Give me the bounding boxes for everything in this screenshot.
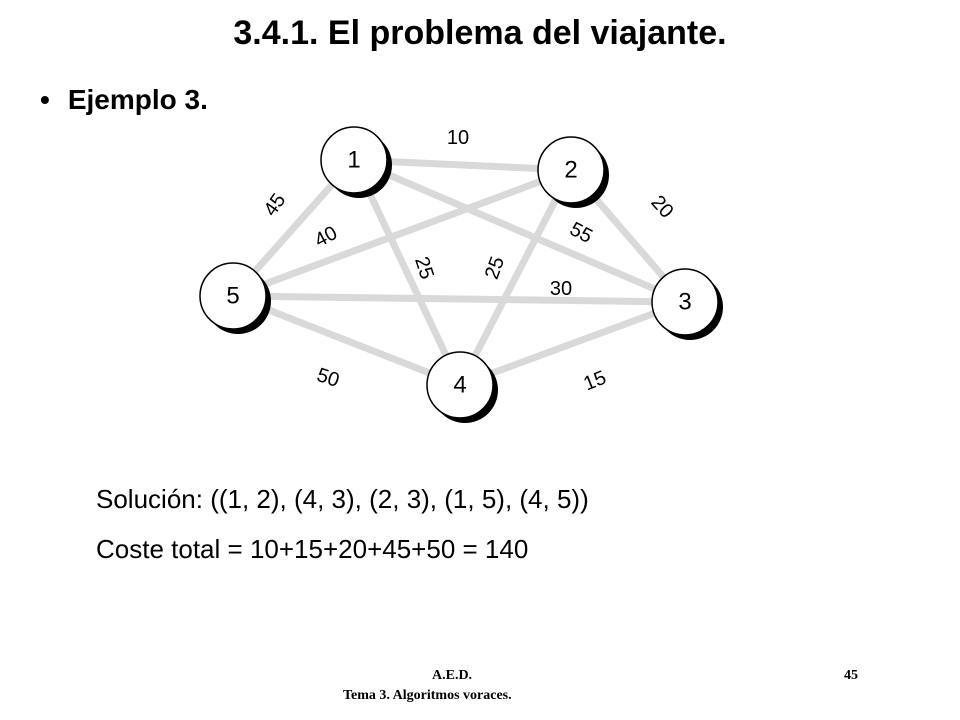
cost-line: Coste total = 10+15+20+45+50 = 140 <box>96 534 528 565</box>
edge-weight-1-5: 45 <box>260 190 291 221</box>
edge-weight-3-5: 30 <box>550 278 572 300</box>
node-3: 3 <box>651 268 723 340</box>
node-label-4: 4 <box>453 372 466 399</box>
node-2: 2 <box>537 136 609 208</box>
edge-weight-2-3: 20 <box>646 191 677 222</box>
edge-1-4 <box>350 156 464 389</box>
edge-3-5 <box>229 292 689 306</box>
node-circle <box>651 268 719 336</box>
node-circle <box>537 136 605 204</box>
edge-4-5 <box>229 292 464 389</box>
edge-weight-1-3: 55 <box>566 218 596 248</box>
node-circle <box>426 351 494 419</box>
solution-line: Solución: ((1, 2), (4, 3), (2, 3), (1, 5… <box>96 484 589 515</box>
solution-label: Solución: <box>96 484 203 514</box>
edge-weight-2-4: 25 <box>481 254 509 282</box>
footer-page-number: 45 <box>844 668 858 683</box>
cost-result: = 140 <box>462 534 529 564</box>
node-label-1: 1 <box>347 147 360 174</box>
edge-weight-4-5: 50 <box>314 364 342 392</box>
cost-label: Coste total <box>96 534 221 564</box>
edge-2-5 <box>229 166 575 300</box>
edge-weight-3-4: 15 <box>581 367 610 396</box>
example-heading: • Ejemplo 3. <box>40 84 208 116</box>
footer-topic: Tema 3. Algoritmos voraces. <box>343 688 512 703</box>
cost-expression: = 10+15+20+45+50 <box>227 534 456 564</box>
edge-3-4 <box>456 298 689 389</box>
node-1: 1 <box>320 126 392 198</box>
footer-course: A.E.D. <box>432 668 473 683</box>
bullet-marker: • <box>40 84 50 115</box>
node-label-3: 3 <box>678 289 691 316</box>
node-circle <box>199 262 267 330</box>
example-label: Ejemplo 3. <box>67 84 208 115</box>
graph-edges <box>229 156 689 389</box>
node-5: 5 <box>199 262 271 334</box>
edge-2-4 <box>456 166 575 389</box>
slide-title: 3.4.1. El problema del viajante. <box>233 14 727 52</box>
edge-weight-1-2: 10 <box>447 127 469 149</box>
node-circle <box>320 126 388 194</box>
edge-weight-2-5: 40 <box>311 222 341 252</box>
edge-weight-1-4: 25 <box>410 254 438 282</box>
solution-value: ((1, 2), (4, 3), (2, 3), (1, 5), (4, 5)) <box>210 484 589 514</box>
edge-1-3 <box>350 156 689 306</box>
node-4: 4 <box>426 351 498 423</box>
node-label-2: 2 <box>564 157 577 184</box>
node-label-5: 5 <box>226 283 239 310</box>
